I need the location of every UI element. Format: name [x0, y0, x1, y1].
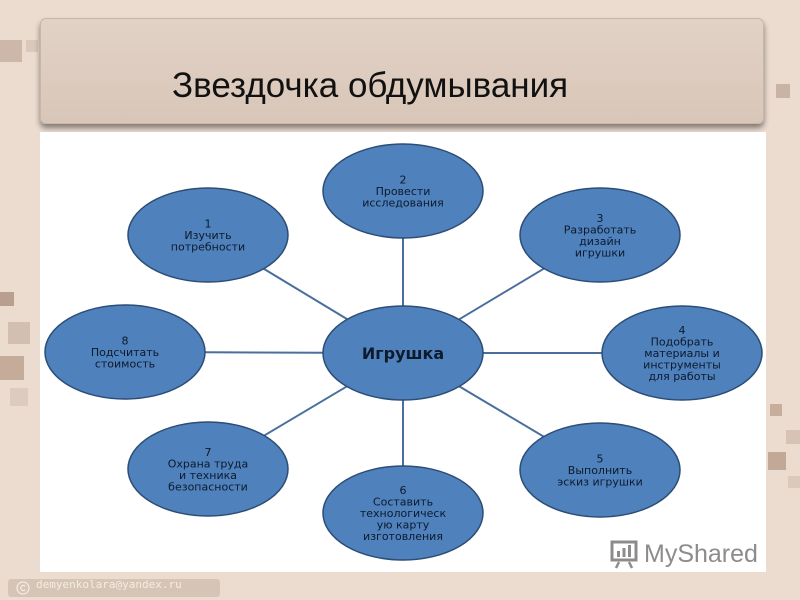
connector-line-5 [458, 385, 545, 438]
node-ellipse-7 [127, 421, 289, 517]
node-label-line: ую карту [377, 519, 430, 532]
node-label-line: Разработать [564, 223, 637, 236]
node-label-line: и техника [179, 469, 237, 482]
node-label-line: для работы [648, 370, 715, 383]
node-label-line: материалы и [644, 347, 719, 360]
node-label-line: Подсчитать [91, 346, 159, 359]
node-number: 7 [205, 446, 212, 459]
connector-line-7 [263, 385, 348, 437]
node-ellipse-5 [519, 422, 681, 518]
node-number: 3 [597, 212, 604, 225]
node-label-line: Выполнить [568, 464, 632, 477]
node-label-line: Составить [373, 496, 433, 509]
copyright-icon [16, 581, 30, 595]
node-label-line: Провести [376, 185, 431, 198]
node-number: 6 [400, 484, 407, 497]
center-node: Игрушка [322, 305, 484, 401]
node-number: 2 [400, 174, 407, 187]
decorative-square [770, 404, 782, 416]
node-label-line: Охрана труда [168, 457, 249, 470]
decorative-square [10, 388, 28, 406]
center-label: Игрушка [362, 344, 444, 363]
decorative-square [0, 40, 22, 62]
connector-line-3 [458, 267, 545, 321]
decorative-square [786, 430, 800, 444]
footer: demyenkolara@yandex.ru [0, 576, 800, 600]
node-number: 8 [122, 335, 129, 348]
node-label-line: стоимость [95, 358, 155, 371]
node-label-line: Подобрать [651, 336, 714, 349]
decorative-square [26, 40, 38, 52]
decorative-square [776, 84, 790, 98]
node-ellipse-2 [322, 143, 484, 239]
node-number: 4 [679, 324, 686, 337]
node-label-line: исследования [362, 197, 444, 210]
node-ellipse-3 [519, 187, 681, 283]
node-label-line: безопасности [168, 480, 248, 493]
decorative-square [0, 356, 24, 380]
node-label-line: инструменты [643, 359, 721, 372]
node-label-line: потребности [171, 241, 245, 254]
node-label-line: Изучить [184, 229, 231, 242]
decorative-square [8, 322, 30, 344]
node-label-line: технологическ [360, 507, 447, 520]
node-label-line: изготовления [363, 530, 443, 543]
node-label-line: эскиз игрушки [557, 476, 643, 489]
node-number: 5 [597, 453, 604, 466]
node-label-line: игрушки [575, 246, 625, 259]
watermark: MyShared [610, 536, 758, 572]
decorative-square [788, 476, 800, 488]
node-ellipse-8 [44, 304, 206, 400]
footer-email: demyenkolara@yandex.ru [36, 578, 182, 591]
node-ellipse-1 [127, 187, 289, 283]
connector-line-1 [263, 267, 348, 321]
watermark-text: MyShared [644, 539, 758, 568]
decorative-square [0, 292, 14, 306]
title-bar: Звездочка обдумывания [40, 18, 764, 124]
node-label-line: дизайн [579, 235, 621, 248]
myshared-logo-icon [610, 540, 638, 569]
footer-bar [8, 579, 220, 597]
node-ellipse-4 [601, 305, 763, 401]
center-ellipse [322, 305, 484, 401]
node-ellipse-6 [322, 465, 484, 561]
node-number: 1 [205, 218, 212, 231]
slide-title: Звездочка обдумывания [172, 66, 569, 105]
decorative-square [768, 452, 786, 470]
